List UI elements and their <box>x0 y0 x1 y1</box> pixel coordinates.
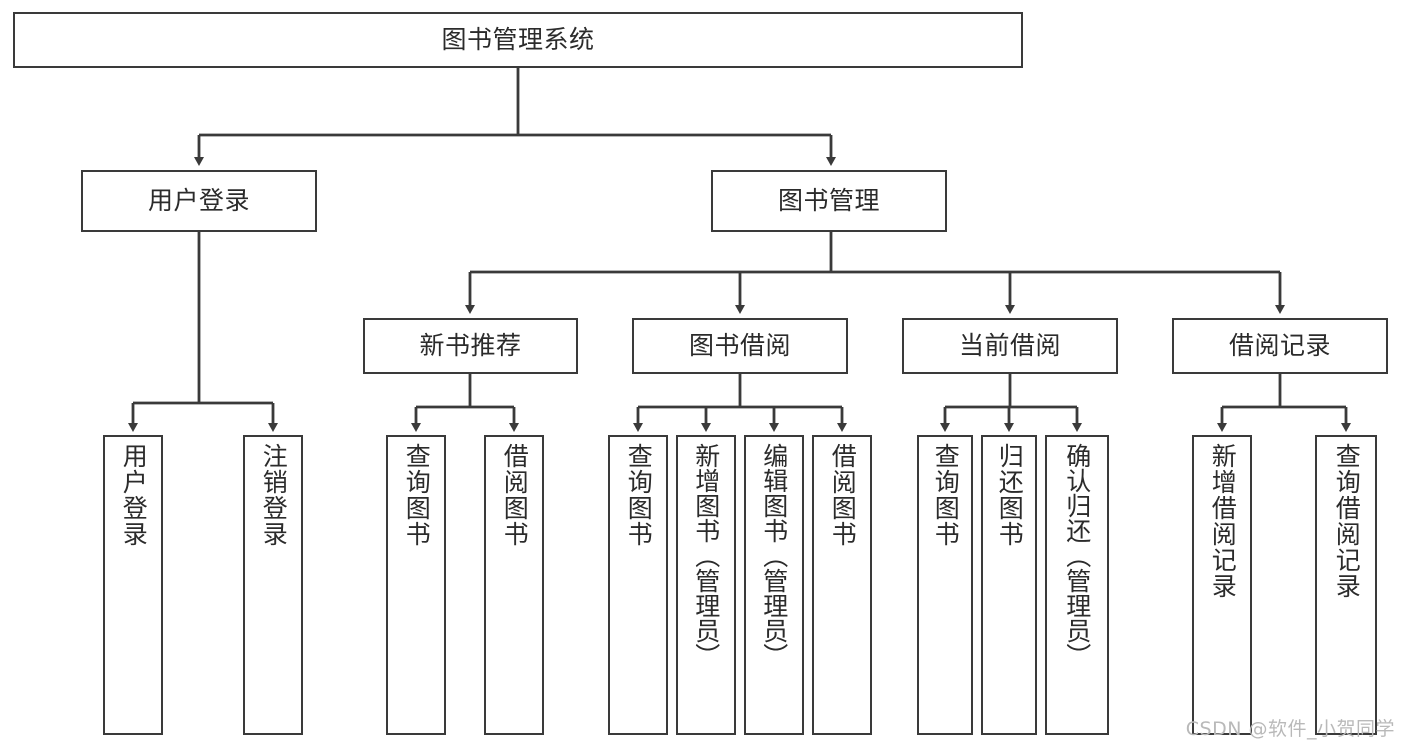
leaf-add-borrow-record[interactable]: 新增借阅记录 <box>1192 435 1252 735</box>
node-label: 借阅记录 <box>1228 331 1331 361</box>
leaf-user-login[interactable]: 用户登录 <box>103 435 163 735</box>
leaf-borrow-book-recommend[interactable]: 借阅图书 <box>484 435 544 735</box>
node-label: 归还图书 <box>995 443 1025 547</box>
node-label: 图书管理系统 <box>441 25 595 55</box>
node-label: 图书管理 <box>777 186 880 216</box>
node-label: 当前借阅 <box>958 331 1061 361</box>
leaf-add-book-admin[interactable]: 新增图书（管理员） <box>676 435 736 735</box>
node-book-management[interactable]: 图书管理 <box>711 170 947 232</box>
leaf-return-book[interactable]: 归还图书 <box>981 435 1037 735</box>
node-current-borrow[interactable]: 当前借阅 <box>902 318 1118 374</box>
node-label: 新增借阅记录 <box>1208 443 1238 599</box>
leaf-confirm-return-admin[interactable]: 确认归还（管理员） <box>1045 435 1109 735</box>
leaf-borrow-book[interactable]: 借阅图书 <box>812 435 872 735</box>
node-label: 借阅图书 <box>828 443 858 547</box>
leaf-query-book-recommend[interactable]: 查询图书 <box>386 435 446 735</box>
leaf-logout[interactable]: 注销登录 <box>243 435 303 735</box>
node-user-login[interactable]: 用户登录 <box>81 170 317 232</box>
node-label: 新增图书（管理员） <box>691 443 721 668</box>
node-label: 查询图书 <box>402 443 432 547</box>
leaf-query-borrow-record[interactable]: 查询借阅记录 <box>1315 435 1377 735</box>
leaf-query-book-current[interactable]: 查询图书 <box>917 435 973 735</box>
node-label: 借阅图书 <box>500 443 530 547</box>
leaf-query-book-borrow[interactable]: 查询图书 <box>608 435 668 735</box>
node-label: 注销登录 <box>259 443 289 547</box>
node-new-book-recommend[interactable]: 新书推荐 <box>363 318 578 374</box>
node-label: 查询图书 <box>931 443 961 547</box>
node-label: 查询图书 <box>624 443 654 547</box>
node-label: 确认归还（管理员） <box>1062 443 1092 668</box>
node-borrow-record[interactable]: 借阅记录 <box>1172 318 1388 374</box>
node-label: 新书推荐 <box>419 331 522 361</box>
leaf-edit-book-admin[interactable]: 编辑图书（管理员） <box>744 435 804 735</box>
csdn-watermark: CSDN @软件_小贺同学 <box>1185 718 1395 740</box>
node-label: 用户登录 <box>147 186 250 216</box>
node-book-borrow[interactable]: 图书借阅 <box>632 318 848 374</box>
node-label: 查询借阅记录 <box>1332 443 1362 599</box>
node-label: 用户登录 <box>119 443 149 547</box>
node-label: 图书借阅 <box>688 331 791 361</box>
node-root-system[interactable]: 图书管理系统 <box>13 12 1023 68</box>
node-label: 编辑图书（管理员） <box>759 443 789 668</box>
